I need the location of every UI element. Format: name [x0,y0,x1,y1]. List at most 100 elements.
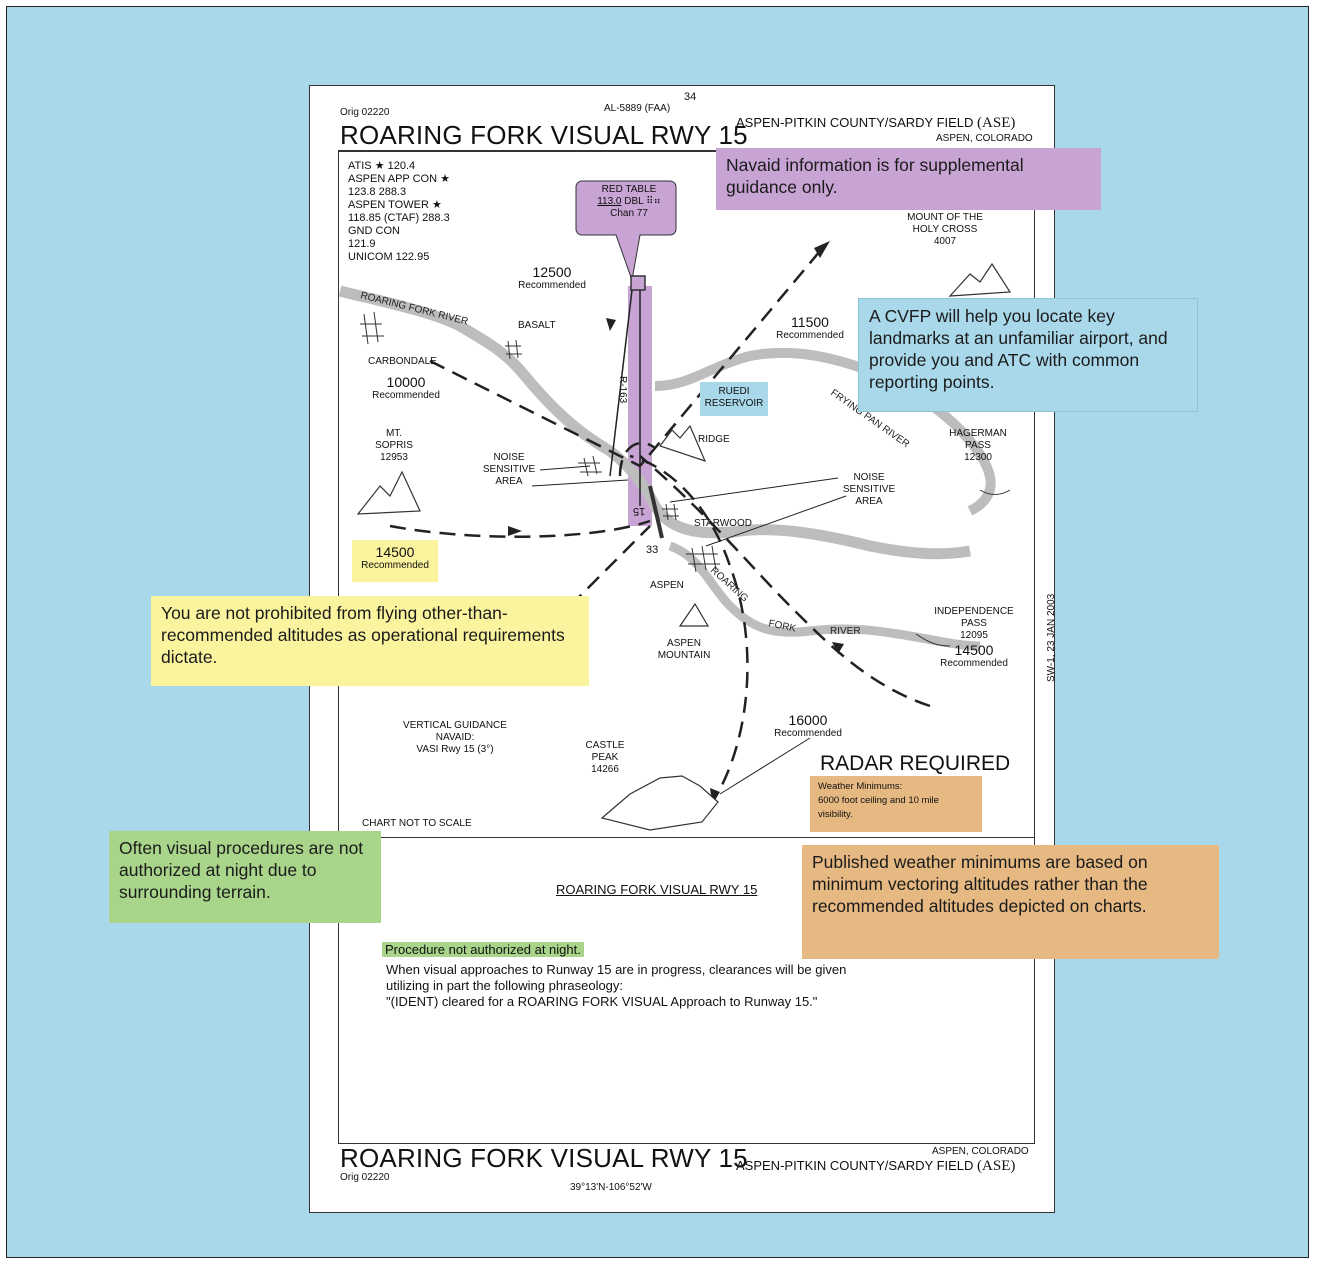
label-aspen: ASPEN [650,580,684,591]
basalt-town [505,339,522,360]
date-stamp: SW-1, 23 JAN 2003 [1046,593,1057,682]
footer-city: ASPEN, COLORADO [932,1146,1029,1157]
navaid-name: RED TABLE [601,184,657,195]
header-al-number: AL-5889 (FAA) [604,103,671,114]
navaid-freq-line: 113.0 DBL ⠿⠶ [582,196,676,208]
starwood-hash [662,503,679,521]
weather-minimums: Weather Minimums:6000 foot ceiling and 1… [810,776,982,832]
callout-cvfp: A CVFP will help you locate key landmark… [858,298,1198,412]
chart-map: ROARING FORK RIVER FRYING PAN RIVER ROAR… [338,180,1012,831]
ridge-icon [659,424,707,462]
arrow-holy-cross [814,241,830,258]
not-to-scale: CHART NOT TO SCALE [362,818,472,829]
runway [648,485,664,539]
route-from-castle-peak [629,454,749,807]
noise-area-left-hash [578,455,602,477]
independence-pass-icon [915,633,951,647]
holy-cross-icon [948,262,1012,297]
route-from-holy-cross [639,250,821,467]
aspen-town [686,545,720,573]
navaid-freq: 113.0 [597,196,622,207]
castle-peak-icon [600,775,719,831]
radial-line-left [609,289,633,477]
label-starwood: STARWOOD [694,518,752,529]
roaring-fork-river [338,285,971,560]
footer-orig: Orig 02220 [340,1172,390,1183]
radial-label: R-163 [617,376,628,404]
route-from-aspen [569,525,651,607]
route-from-carbondale [429,359,641,468]
comm-frequencies: ATIS ★ 120.4 ASPEN APP CON ★ 123.8 288.3… [348,160,450,264]
leader-16000 [719,737,811,795]
comm-atis: ATIS ★ 120.4 [348,160,416,172]
header-orig: Orig 02220 [340,107,390,118]
morse-icon: ⠿⠶ [646,196,661,207]
callout-weather: Published weather minimums are based on … [802,845,1219,959]
aspen-mountain-icon [678,602,710,627]
arrow-radial [606,318,616,331]
arrow-sopris [508,526,522,536]
roaring-fork-river-lower [668,541,981,651]
notes-box [338,838,1035,1144]
header-page: 34 [684,91,697,103]
footer-coords: 39°13'N-106°52'W [570,1182,652,1193]
comm-gnd-freq: 121.9 [348,238,376,250]
notes-night: Procedure not authorized at night. [382,942,584,957]
river-label-river: RIVER [830,626,861,637]
label-carbondale: CARBONDALE [368,356,437,367]
plan-view-border [338,151,1035,838]
footer-title: ROARING FORK VISUAL RWY 15 [340,1143,748,1173]
header-title: ROARING FORK VISUAL RWY 15 [340,120,748,150]
callout-night: Often visual procedures are not authoriz… [109,831,381,923]
header-city: ASPEN, COLORADO [936,133,1033,144]
notes-line-3: "(IDENT) cleared for a ROARING FORK VISU… [386,994,818,1009]
label-rwy-15: 15 [633,505,646,517]
navaid-box [575,180,677,282]
leader-noise-left-2 [531,479,629,487]
navaid-type: DBL [624,196,644,207]
label-rwy-33: 33 [646,544,659,556]
footer-airport: ASPEN-PITKIN COUNTY/SARDY FIELD (ASE) [736,1158,1016,1174]
carbondale-town [360,311,384,345]
vor-symbol [630,275,646,291]
notes-title: ROARING FORK VISUAL RWY 15 [556,882,758,897]
leader-noise-right-1 [669,477,839,503]
label-basalt: BASALT [518,320,556,331]
route-from-sopris [389,519,651,538]
leader-noise-right-2 [705,495,847,547]
ruedi-box [700,382,768,416]
comm-tower: ASPEN TOWER ★ [348,199,442,211]
mt-sopris-icon [356,470,421,515]
radar-required: RADAR REQUIRED [820,752,1011,775]
comm-tower-freq: 118.85 (CTAF) 288.3 [348,212,450,224]
notes-line-2: utilizing in part the following phraseol… [386,978,624,993]
comm-unicom: UNICOM 122.95 [348,251,430,263]
callout-navaid: Navaid information is for supplemental g… [716,148,1101,210]
comm-gnd: GND CON [348,225,400,237]
comm-app-con: ASPEN APP CON ★ [348,173,450,185]
route-turn [618,441,656,477]
navaid-info: RED TABLE 113.0 DBL ⠿⠶ Chan 77 [582,184,676,220]
header-airport: ASPEN-PITKIN COUNTY/SARDY FIELD (ASE) [736,115,1016,131]
comm-app-freq: 123.8 288.3 [348,186,407,198]
leader-noise-left-1 [539,465,591,471]
hagerman-pass-icon [979,489,1011,495]
route-from-independence [639,455,931,708]
callout-altitudes: You are not prohibited from flying other… [151,596,589,686]
navaid-chan: Chan 77 [610,208,648,219]
